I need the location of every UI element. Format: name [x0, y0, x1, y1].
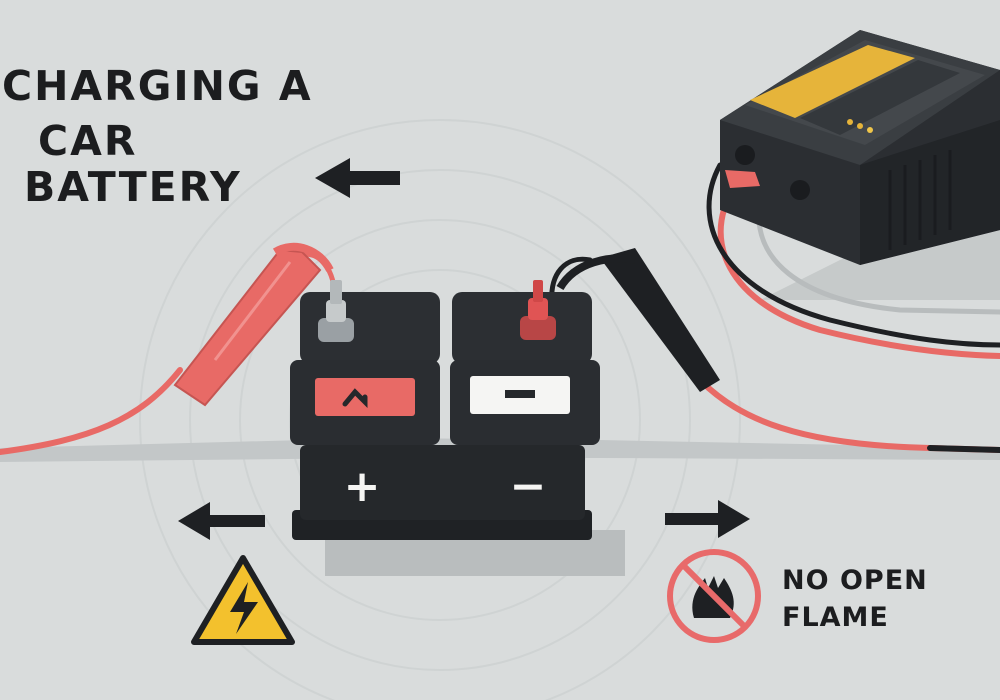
negative-terminal	[520, 280, 556, 340]
arrow-left-icon	[315, 158, 400, 198]
battery-charger-icon	[720, 30, 1000, 265]
battery	[290, 280, 600, 540]
battery-negative-symbol: −	[510, 461, 547, 512]
black-clamp-icon	[556, 248, 720, 392]
title-line-2: CAR	[38, 117, 138, 165]
charger-red-lead	[717, 177, 1000, 359]
title-line-3: BATTERY	[24, 163, 242, 211]
electric-hazard-icon	[191, 555, 295, 645]
charger-port-left	[735, 145, 755, 165]
title-line-1: CHARGING A	[2, 62, 313, 110]
positive-terminal	[318, 280, 354, 342]
no-flame-icon	[667, 549, 761, 643]
arrow-left-icon	[178, 502, 265, 540]
charger-black-lead	[706, 162, 1000, 348]
no-flame-text-line-1: NO OPEN	[782, 565, 928, 596]
red-cable-left	[0, 367, 183, 455]
arrow-right-icon	[665, 500, 750, 538]
charger-port-right	[790, 180, 810, 200]
charger-display-panel	[750, 45, 915, 118]
red-clamp-icon	[173, 242, 334, 407]
red-cable-right	[697, 377, 1000, 453]
no-flame-text-line-2: FLAME	[782, 602, 889, 633]
black-cable-right	[927, 445, 1000, 453]
battery-positive-symbol: +	[344, 461, 381, 512]
